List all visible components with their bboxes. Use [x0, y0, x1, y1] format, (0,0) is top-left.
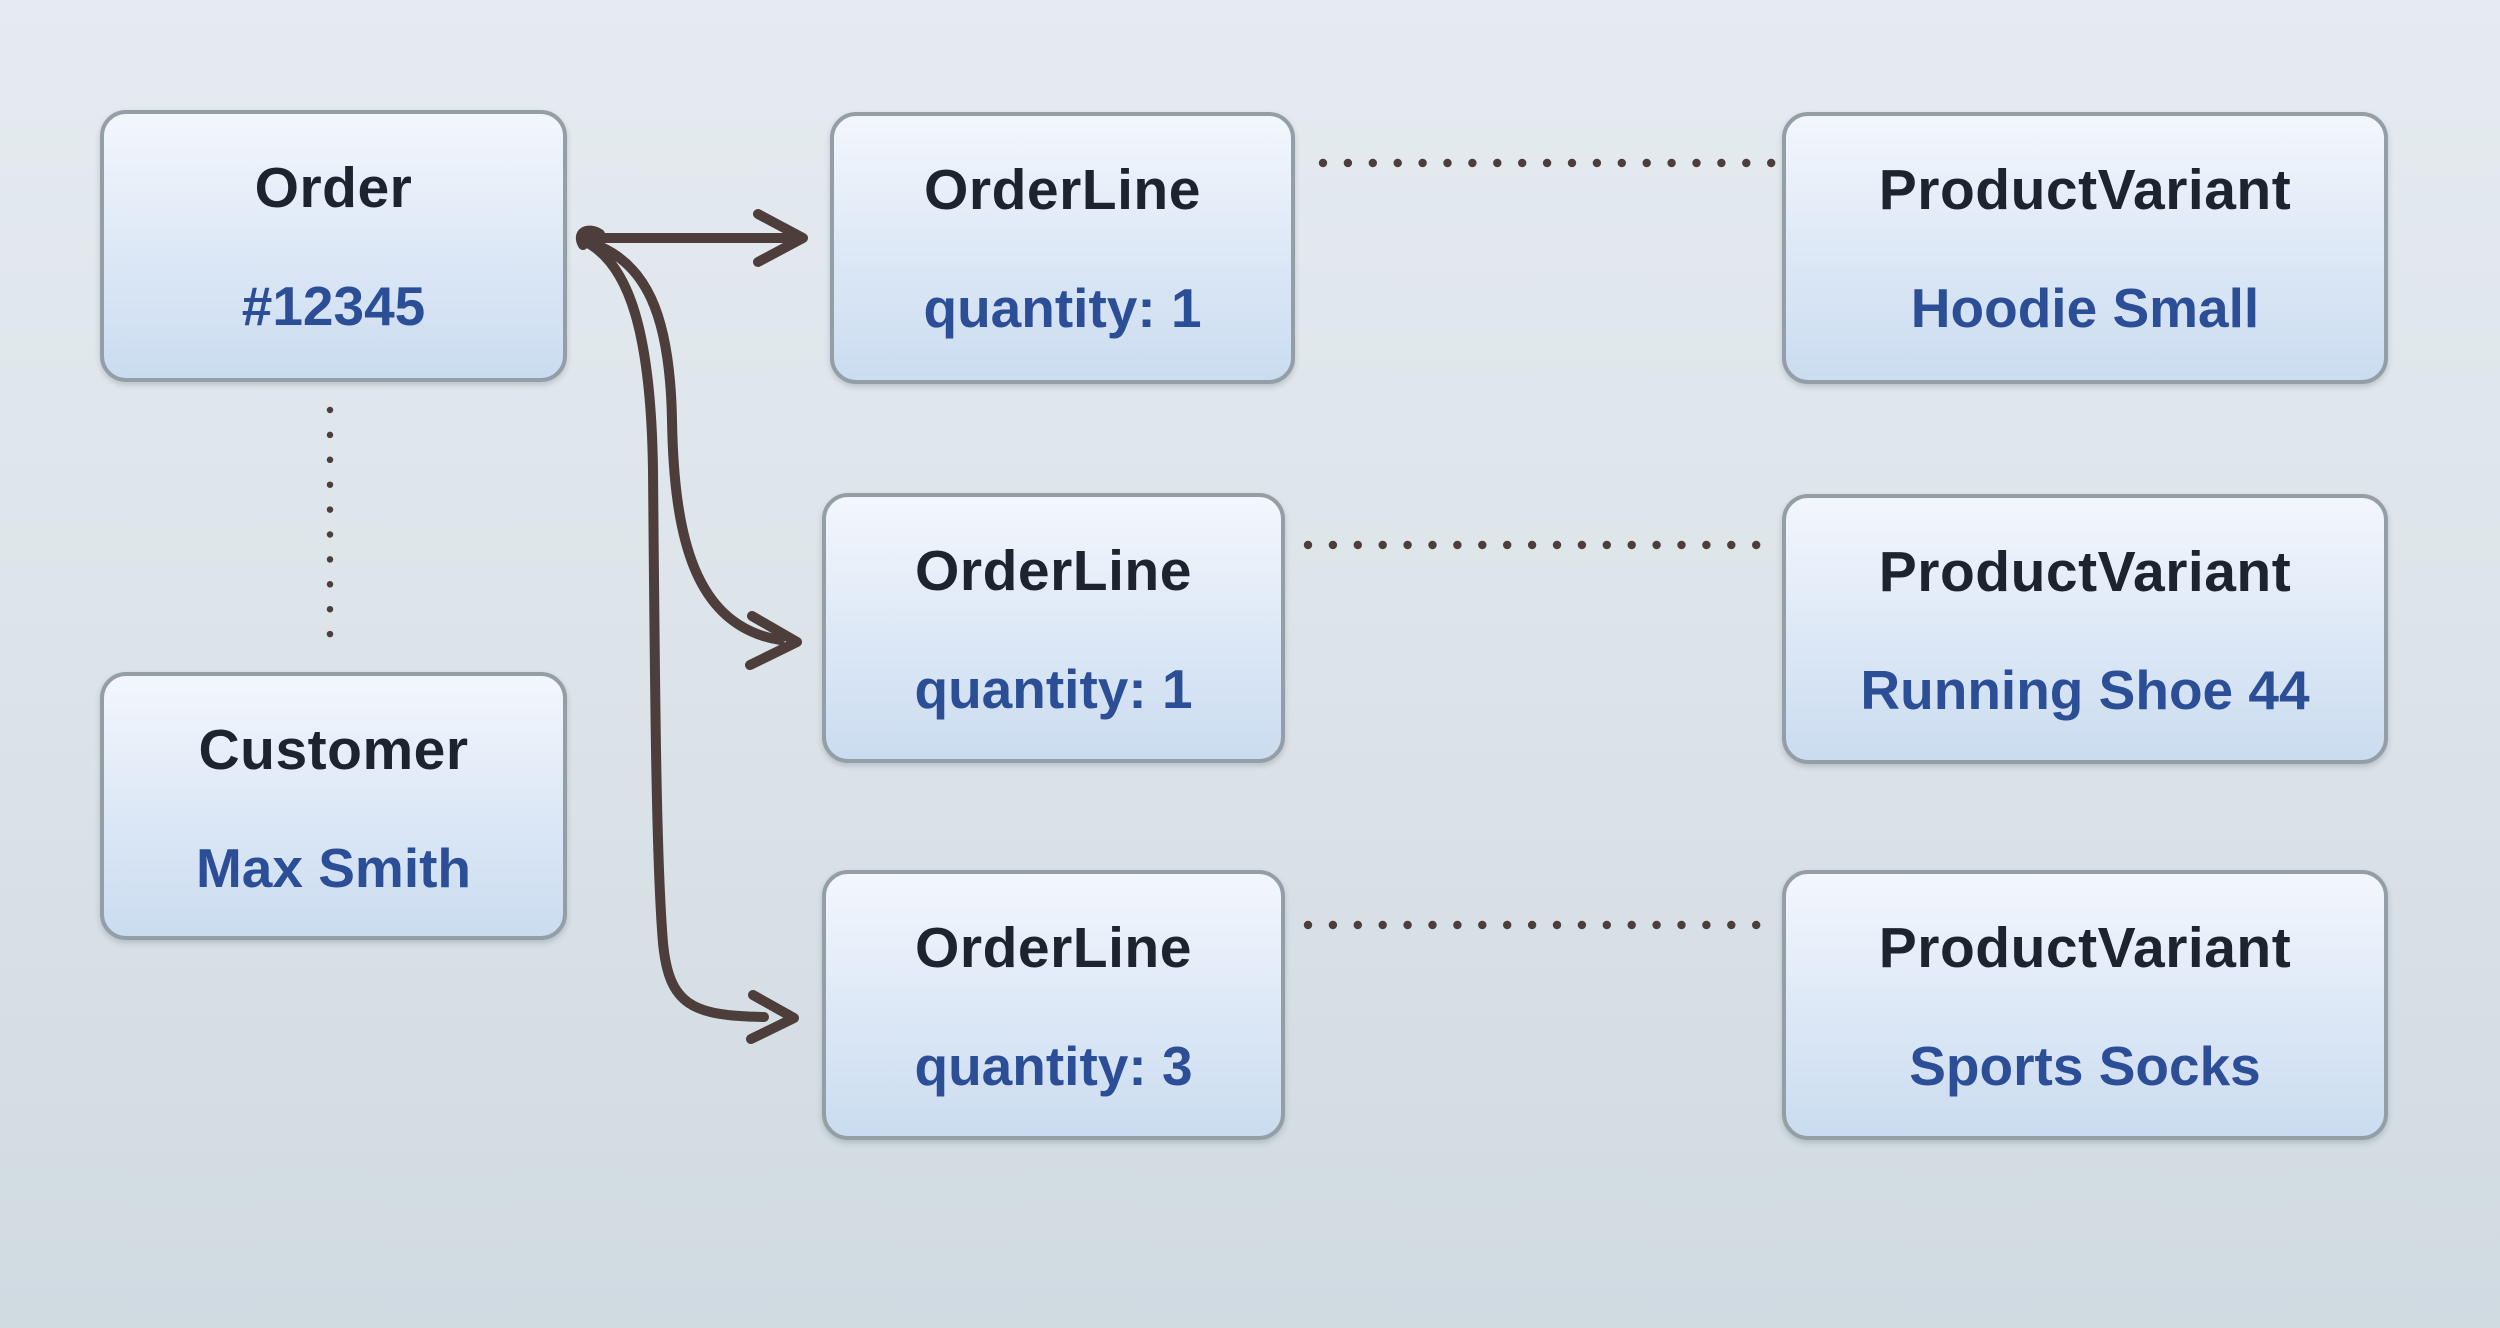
node-productvariant-1-title: ProductVariant: [1878, 158, 2292, 222]
node-productvariant-2-title: ProductVariant: [1878, 540, 2292, 604]
node-productvariant-1: ProductVariant Hoodie Small: [1782, 112, 2388, 384]
node-productvariant-3-title: ProductVariant: [1878, 916, 2292, 980]
arrowhead-icon: [753, 209, 808, 267]
node-customer: Customer Max Smith: [100, 672, 567, 940]
node-order: Order #12345: [100, 110, 567, 382]
node-customer-value: Max Smith: [195, 837, 472, 899]
node-orderline-1-title: OrderLine: [924, 158, 1201, 222]
node-orderline-2: OrderLine quantity: 1: [822, 493, 1285, 763]
node-orderline-1-value: quantity: 1: [923, 277, 1202, 339]
node-order-value: #12345: [241, 275, 426, 337]
node-orderline-1: OrderLine quantity: 1: [830, 112, 1295, 384]
node-customer-title: Customer: [198, 718, 469, 782]
node-orderline-3-value: quantity: 3: [914, 1035, 1193, 1097]
node-productvariant-2: ProductVariant Running Shoe 44: [1782, 494, 2388, 764]
order-orderline2-arrow: [579, 236, 785, 645]
node-orderline-3: OrderLine quantity: 3: [822, 870, 1285, 1140]
node-orderline-3-title: OrderLine: [915, 916, 1192, 980]
order-orderline3-arrow: [579, 236, 769, 1022]
node-order-title: Order: [254, 156, 413, 220]
node-orderline-2-title: OrderLine: [915, 539, 1192, 603]
node-productvariant-1-value: Hoodie Small: [1910, 277, 2260, 339]
arrowhead-icon: [745, 611, 802, 670]
arrow-origin-curl: [575, 225, 605, 250]
node-productvariant-3: ProductVariant Sports Socks: [1782, 870, 2388, 1140]
node-productvariant-2-value: Running Shoe 44: [1860, 659, 2310, 721]
arrowhead-icon: [746, 990, 799, 1044]
node-orderline-2-value: quantity: 1: [914, 658, 1193, 720]
node-productvariant-3-value: Sports Socks: [1909, 1035, 2261, 1097]
